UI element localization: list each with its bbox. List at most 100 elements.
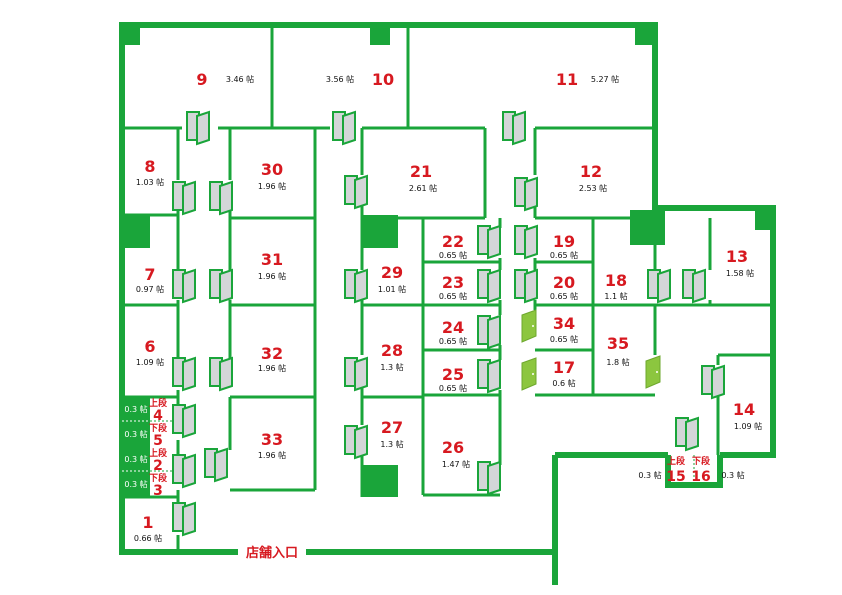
open-door-icon[interactable] [521, 309, 537, 343]
door-icon[interactable] [172, 268, 196, 304]
room-22[interactable]: 220.65 帖 [439, 232, 467, 260]
room-number: 25 [442, 365, 464, 384]
room-18[interactable]: 181.1 帖 [604, 271, 627, 301]
room-number: 35 [607, 334, 629, 353]
room-size: 1.01 帖 [378, 284, 406, 294]
room-32[interactable]: 321.96 帖 [258, 344, 286, 373]
room-17[interactable]: 170.6 帖 [552, 358, 575, 388]
door-icon[interactable] [186, 110, 210, 146]
room-tier: 上段 [149, 447, 168, 459]
room-number: 6 [144, 337, 155, 356]
room-8[interactable]: 81.03 帖 [136, 157, 164, 187]
room-3[interactable]: 30.3 帖下段 [124, 472, 168, 499]
room-35[interactable]: 35 1.8 帖 [606, 334, 629, 367]
room-number: 21 [410, 162, 432, 181]
room-4[interactable]: 40.3 帖上段 [124, 397, 168, 424]
room-23[interactable]: 230.65 帖 [439, 273, 467, 301]
room-2[interactable]: 20.3 帖上段 [124, 447, 168, 474]
room-30[interactable]: 301.96 帖 [258, 160, 286, 191]
door-icon[interactable] [172, 453, 196, 489]
room-size: 1.8 帖 [606, 357, 629, 367]
room-5[interactable]: 50.3 帖下段 [124, 422, 168, 449]
room-14[interactable]: 141.09 帖 [733, 400, 762, 431]
room-7[interactable]: 70.97 帖 [136, 265, 164, 294]
room-size: 1.47 帖 [442, 459, 470, 469]
room-size: 0.3 帖 [124, 404, 147, 414]
room-20[interactable]: 200.65 帖 [550, 273, 578, 301]
room-size: 0.65 帖 [439, 291, 467, 301]
door-icon[interactable] [477, 460, 501, 496]
door-icon[interactable] [172, 403, 196, 439]
room-31[interactable]: 31 1.96 帖 [258, 250, 286, 281]
room-size: 1.96 帖 [258, 450, 286, 460]
door-icon[interactable] [477, 358, 501, 394]
door-icon[interactable] [514, 268, 538, 304]
room-tier: 下段 [692, 455, 711, 467]
room-6[interactable]: 61.09 帖 [136, 337, 164, 367]
room-number: 17 [553, 358, 575, 377]
room-tier: 上段 [149, 397, 168, 409]
room-19[interactable]: 190.65 帖 [550, 232, 578, 260]
door-icon[interactable] [209, 356, 233, 392]
door-icon[interactable] [344, 174, 368, 210]
room-34[interactable]: 340.65 帖 [550, 314, 578, 344]
door-icon[interactable] [701, 364, 725, 400]
room-33[interactable]: 331.96 帖 [258, 430, 286, 460]
door-icon[interactable] [209, 180, 233, 216]
room-number: 5 [153, 433, 163, 449]
door-icon[interactable] [477, 224, 501, 260]
door-icon[interactable] [477, 268, 501, 304]
open-door-icon[interactable] [645, 355, 661, 389]
door-icon[interactable] [647, 268, 671, 304]
room-21[interactable]: 212.61 帖 [409, 162, 437, 193]
room-size: 1.96 帖 [258, 271, 286, 281]
room-size: 1.3 帖 [380, 439, 403, 449]
room-25[interactable]: 250.65 帖 [439, 365, 467, 393]
door-icon[interactable] [204, 447, 228, 483]
room-26[interactable]: 261.47 帖 [442, 438, 470, 469]
door-icon[interactable] [172, 501, 196, 537]
door-icon[interactable] [682, 268, 706, 304]
room-15[interactable]: 150.3 帖上段 [638, 455, 686, 485]
door-icon[interactable] [172, 356, 196, 392]
room-size: 0.3 帖 [721, 470, 744, 480]
door-icon[interactable] [209, 268, 233, 304]
door-icon[interactable] [514, 224, 538, 260]
room-number: 33 [261, 430, 283, 449]
door-icon[interactable] [344, 268, 368, 304]
door-icon[interactable] [477, 314, 501, 350]
room-10[interactable]: 103.56 帖 [326, 70, 394, 89]
room-number: 3 [153, 483, 163, 499]
door-icon[interactable] [344, 356, 368, 392]
room-size: 5.27 帖 [591, 74, 619, 84]
room-size: 1.58 帖 [726, 268, 754, 278]
room-number: 2 [153, 458, 163, 474]
room-number: 30 [261, 160, 283, 179]
door-icon[interactable] [332, 110, 356, 146]
room-13[interactable]: 131.58 帖 [726, 247, 754, 278]
room-size: 1.03 帖 [136, 177, 164, 187]
room-28[interactable]: 281.3 帖 [380, 341, 403, 372]
room-1[interactable]: 10.66 帖 [134, 513, 162, 543]
open-door-icon[interactable] [521, 357, 537, 391]
room-29[interactable]: 291.01 帖 [378, 263, 406, 294]
room-size: 0.3 帖 [638, 470, 661, 480]
door-icon[interactable] [502, 110, 526, 146]
door-icon[interactable] [172, 180, 196, 216]
wall-block [370, 25, 390, 45]
room-12[interactable]: 122.53 帖 [579, 162, 607, 193]
room-size: 1.3 帖 [380, 362, 403, 372]
room-24[interactable]: 240.65 帖 [439, 318, 467, 346]
door-icon[interactable] [675, 416, 699, 452]
room-number: 23 [442, 273, 464, 292]
room-number: 31 [261, 250, 283, 269]
room-number: 27 [381, 418, 403, 437]
room-27[interactable]: 27 1.3 帖 [380, 418, 403, 449]
wall-block [630, 210, 665, 245]
room-number: 14 [733, 400, 755, 419]
door-icon[interactable] [514, 176, 538, 212]
door-icon[interactable] [344, 424, 368, 460]
